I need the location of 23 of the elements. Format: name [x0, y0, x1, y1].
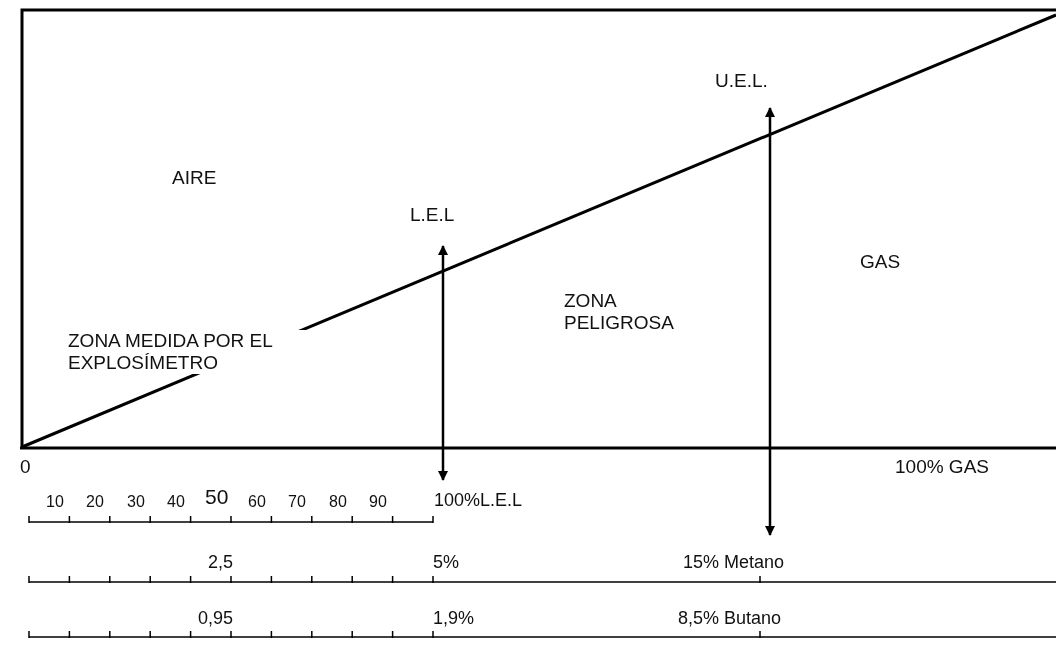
- limit-label: L.E.L: [410, 204, 455, 226]
- scale-number: 100%L.E.L: [434, 489, 523, 511]
- scale-number: 70: [288, 492, 306, 512]
- axis-label: 0: [20, 456, 31, 478]
- scale-number: 60: [248, 492, 266, 512]
- scale-number: 30: [127, 492, 145, 512]
- scale-number: 20: [86, 492, 104, 512]
- scale-number: 40: [167, 492, 185, 512]
- scale-number: 80: [329, 492, 347, 512]
- scale-number: 5%: [433, 551, 459, 573]
- zone-label: GAS: [860, 251, 901, 273]
- axis-label: 100% GAS: [895, 456, 989, 478]
- scale-number: 0,95: [198, 607, 234, 629]
- scale-number: 8,5% Butano: [678, 607, 782, 629]
- scale-number: 50: [205, 486, 229, 508]
- zone-label: AIRE: [172, 167, 217, 189]
- scale-number: 90: [369, 492, 387, 512]
- scale-number: 15% Metano: [683, 551, 785, 573]
- scale-number: 2,5: [208, 551, 234, 573]
- zone-label: ZONA PELIGROSA: [564, 290, 675, 334]
- scale-number: 1,9%: [433, 607, 475, 629]
- scale-number: 10: [46, 492, 64, 512]
- limit-label: U.E.L.: [715, 70, 768, 92]
